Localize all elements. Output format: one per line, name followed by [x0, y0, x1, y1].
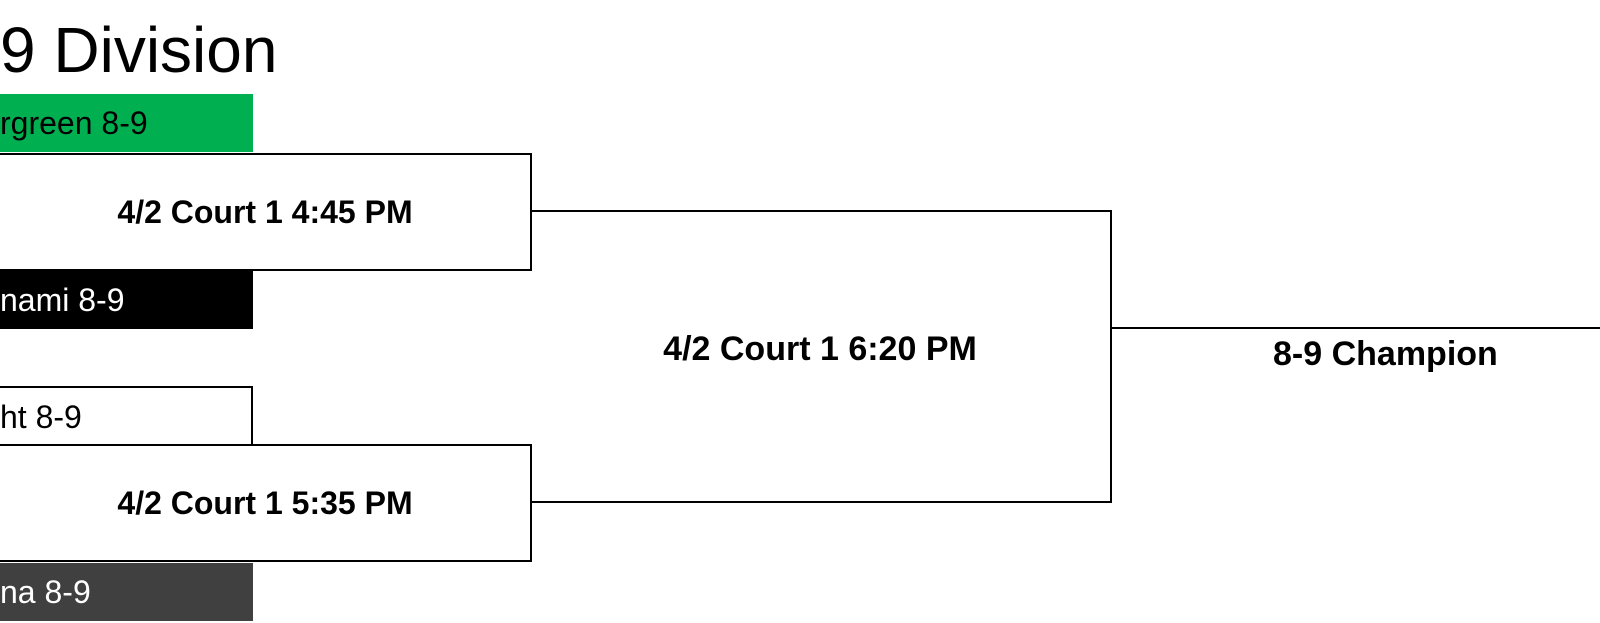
team-label: rgreen 8-9 [0, 105, 148, 141]
semifinal-game-1: 4/2 Court 1 4:45 PM [0, 153, 532, 271]
team-slot-bottom-2: na 8-9 [0, 563, 253, 621]
team-label: ht 8-9 [0, 399, 82, 435]
team-label: na 8-9 [0, 574, 91, 610]
division-title: 9 Division [0, 14, 278, 86]
team-slot-top-1: rgreen 8-9 [0, 94, 253, 152]
team-slot-top-2: nami 8-9 [0, 271, 253, 329]
semifinal-game-2: 4/2 Court 1 5:35 PM [0, 444, 532, 562]
team-label: nami 8-9 [0, 282, 125, 318]
final-game: 4/2 Court 1 6:20 PM [663, 330, 977, 368]
champion-label: 8-9 Champion [1273, 335, 1498, 373]
connector-semifinal-1 [532, 210, 1112, 212]
connector-champion [1110, 327, 1600, 329]
connector-vertical [1110, 210, 1112, 503]
connector-semifinal-2 [532, 501, 1112, 503]
team-slot-bottom-1: ht 8-9 [0, 386, 253, 444]
